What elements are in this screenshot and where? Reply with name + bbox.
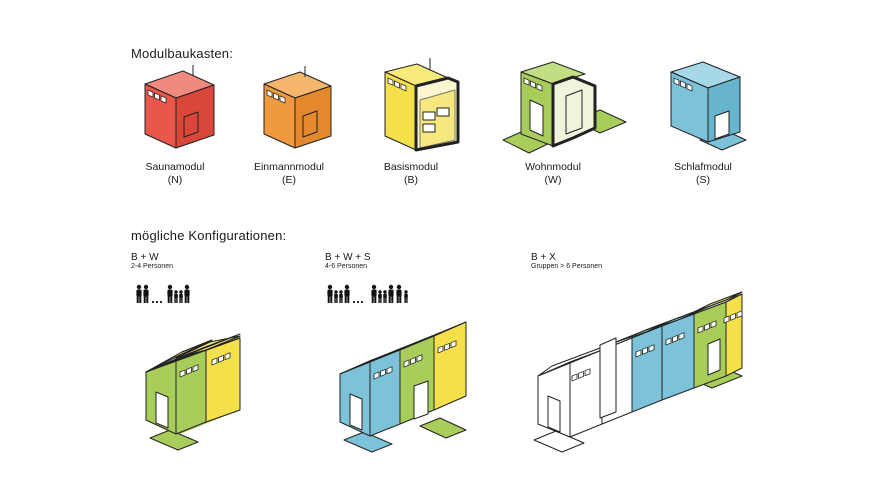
module-name: Saunamodul — [145, 161, 205, 173]
module-label-schlaf: Schlafmodul (S) — [648, 161, 758, 187]
config-title: B + W + S — [325, 252, 371, 263]
configurations-heading: mögliche Konfigurationen: — [131, 228, 287, 243]
sauna-door — [183, 111, 199, 138]
sauna-module-drawing — [144, 65, 215, 149]
config-label-bws: B + W + S 4-6 Personen — [325, 252, 371, 270]
module-name: Wohnmodul — [525, 161, 581, 173]
module-code: (E) — [282, 174, 296, 186]
module-label-sauna: Saunamodul (N) — [120, 161, 230, 187]
sauna-side — [175, 84, 215, 149]
config-bw-drawing — [145, 333, 241, 451]
config-label-bx: B + X Gruppen > 6 Personen — [531, 252, 602, 270]
module-code: (B) — [404, 174, 418, 186]
config-label-bw: B + W 2-4 Personen — [131, 252, 173, 270]
module-code: (W) — [544, 174, 562, 186]
people-icon-2-4 — [136, 284, 190, 304]
people-icon-4-6 — [327, 284, 408, 304]
config-title: B + X — [531, 252, 556, 263]
module-name: Schlafmodul — [674, 161, 732, 173]
config-subtitle: 4-6 Personen — [325, 263, 368, 270]
schlaf-module-drawing — [670, 61, 747, 151]
module-name: Einmannmodul — [253, 161, 325, 173]
config-bx-drawing — [533, 291, 743, 453]
module-code: (S) — [696, 174, 710, 186]
config-title: B + W — [131, 252, 159, 263]
module-label-basis: Basismodul (B) — [356, 161, 466, 187]
module-label-wohn: Wohnmodul (W) — [498, 161, 608, 187]
wohn-module-drawing — [502, 61, 627, 154]
modules-heading: Modulbaukasten: — [131, 46, 234, 61]
module-label-einmann: Einmannmodul (E) — [234, 161, 344, 187]
config-subtitle: Gruppen > 6 Personen — [531, 263, 603, 270]
einmann-module-drawing — [263, 66, 332, 149]
config-bws-drawing — [339, 321, 467, 453]
module-code: (N) — [167, 174, 183, 186]
basis-module-drawing — [384, 58, 460, 152]
module-name: Basismodul — [383, 161, 439, 173]
config-subtitle: 2-4 Personen — [131, 263, 174, 270]
